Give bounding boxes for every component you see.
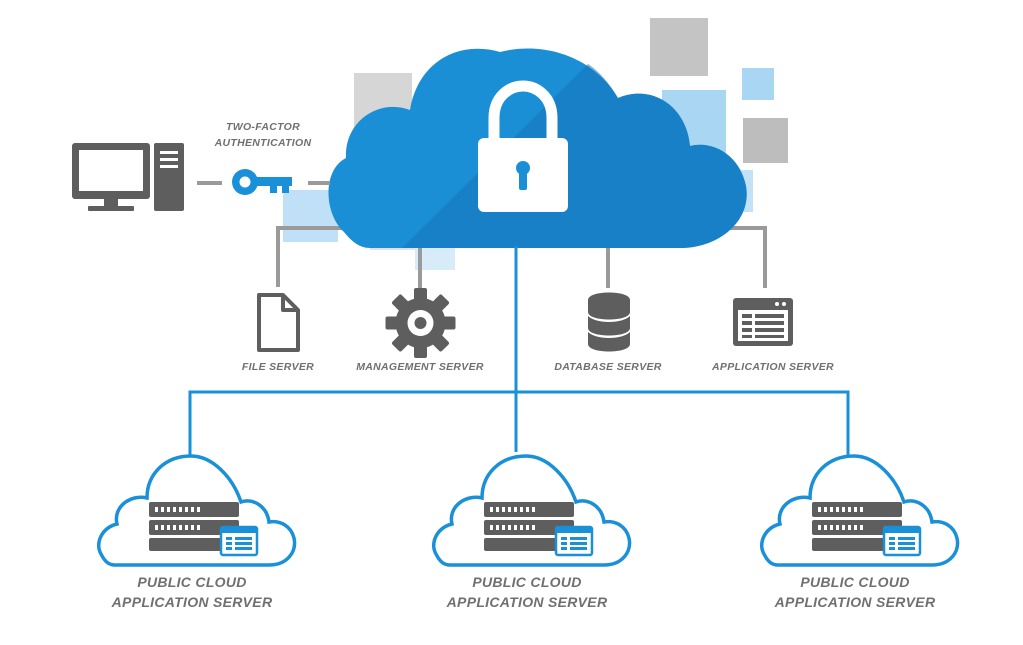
blue-connectors (188, 246, 850, 455)
file-icon (257, 293, 300, 352)
database-icon (588, 292, 630, 352)
padlock-icon (478, 80, 568, 212)
server-rack-icon (812, 502, 902, 551)
public-cloud-1-line2: APPLICATION SERVER (111, 594, 273, 610)
public-cloud-3-line2: APPLICATION SERVER (774, 594, 936, 610)
application-window-icon (733, 298, 793, 346)
app-window-icon (219, 525, 259, 557)
two-factor-line2: AUTHENTICATION (214, 137, 312, 149)
public-cloud-2-line2: APPLICATION SERVER (446, 594, 608, 610)
public-cloud-3 (759, 454, 960, 567)
public-cloud-2 (431, 454, 632, 567)
public-cloud-label-2: PUBLIC CLOUD APPLICATION SERVER (427, 572, 627, 612)
app-window-icon (882, 525, 922, 557)
public-cloud-1 (96, 454, 297, 567)
file-server-label: FILE SERVER (241, 361, 315, 373)
key-icon (232, 169, 292, 195)
application-server-label: APPLICATION SERVER (712, 361, 834, 373)
public-cloud-label-3: PUBLIC CLOUD APPLICATION SERVER (755, 572, 955, 612)
app-window-icon (554, 525, 594, 557)
management-server-label: MANAGEMENT SERVER (356, 361, 484, 373)
server-rack-icon (149, 502, 239, 551)
two-factor-label: TWO-FACTOR AUTHENTICATION (200, 119, 326, 151)
server-rack-icon (484, 502, 574, 551)
public-cloud-3-line1: PUBLIC CLOUD (800, 574, 910, 590)
gear-icon (385, 288, 456, 358)
public-cloud-1-line1: PUBLIC CLOUD (137, 574, 247, 590)
two-factor-line1: TWO-FACTOR (226, 121, 300, 133)
public-cloud-label-1: PUBLIC CLOUD APPLICATION SERVER (92, 572, 292, 612)
database-server-label: DATABASE SERVER (554, 361, 662, 373)
computer-icon (72, 143, 184, 211)
public-cloud-2-line1: PUBLIC CLOUD (472, 574, 582, 590)
